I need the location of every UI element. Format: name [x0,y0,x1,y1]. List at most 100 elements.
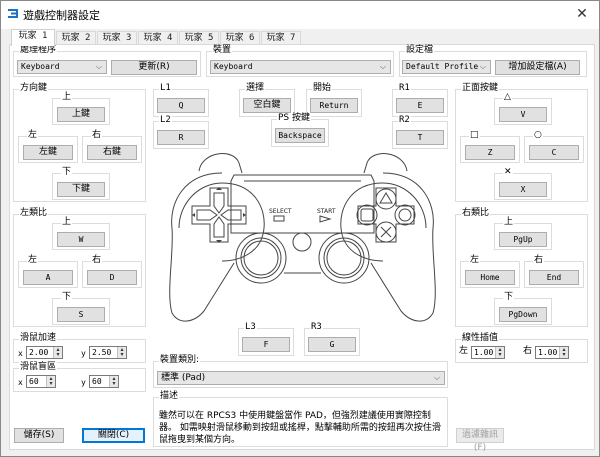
r1-label: R1 [398,83,411,94]
circle-icon [398,208,412,222]
select-button[interactable]: 空白鍵 [243,98,291,113]
dpad-right-button[interactable]: 右鍵 [87,145,137,160]
right-stick-group: 右類比 上 PgUp 左 Home 右 End 下 PgDown [455,208,588,327]
left-stick-label: 左類比 [19,208,49,219]
right-shoulder-shape [363,153,408,174]
l2-label: L2 [159,115,172,126]
dpad-down-group: 下 下鍵 [52,167,110,200]
right-stick-down-button[interactable]: PgDown [499,307,547,322]
dpad-left-button[interactable]: 左鍵 [23,145,73,160]
right-stick-up-label: 上 [503,217,515,228]
tab-player-1[interactable]: 玩家 1 [11,29,55,46]
spin-arrows-icon[interactable]: ▴▾ [117,347,126,358]
tab-player-5[interactable]: 玩家 5 [179,31,219,45]
r2-group: R2 T [392,115,448,149]
save-button[interactable]: 儲存(S) [14,428,64,443]
spin-arrows-icon[interactable]: ▴▾ [495,347,504,358]
mouse-deadzone-y-value: 60 [92,377,102,386]
add-profile-button[interactable]: 增加設定檔(A) [495,60,580,75]
description-label: 描述 [159,391,180,402]
face-buttons-label: 正面按鍵 [461,83,500,94]
device-select[interactable]: Keyboard ⌵ [210,60,391,74]
right-stick-down-group: 下 PgDown [494,292,552,325]
l2-button[interactable]: R [157,130,205,145]
spin-arrows-icon[interactable]: ▴▾ [53,347,62,358]
r1-group: R1 E [392,83,448,117]
l3-group: L3 F [238,322,294,356]
description-text: 雖然可以在 RPCS3 中使用鍵盤當作 PAD，但強烈建議使用實際控制器。 如需… [159,411,441,445]
cross-icon [380,226,392,238]
lerp-right-value: 1.00 [538,348,558,357]
l1-button[interactable]: Q [157,98,205,113]
dpad-up-button[interactable]: 上鍵 [57,107,105,122]
cross-button[interactable]: X [499,182,547,197]
left-stick-right-label: 右 [91,255,103,266]
mouse-accel-x-spinbox[interactable]: 2.00 ▴▾ [26,346,63,359]
r1-button[interactable]: E [396,98,444,113]
square-button[interactable]: Z [465,145,515,160]
left-stick-right-button[interactable]: D [87,270,137,285]
l3-label: L3 [244,322,257,333]
profile-select[interactable]: Default Profile ⌵ [402,60,491,74]
close-button[interactable]: 關閉(C) [82,428,145,443]
mouse-deadzone-label: 滑鼠盲區 [19,362,58,373]
face-buttons-icon [356,187,416,243]
tab-player-2[interactable]: 玩家 2 [56,31,96,45]
tab-player-6[interactable]: 玩家 6 [220,31,260,45]
mouse-accel-x-label: x [18,349,23,358]
select-text: SELECT [269,208,292,215]
left-stick-up-label: 上 [61,217,73,228]
controller-body [230,174,375,234]
tab-player-4[interactable]: 玩家 4 [138,31,178,45]
mouse-accel-y-spinbox[interactable]: 2.50 ▴▾ [89,346,127,359]
filter-noise-button[interactable]: 過濾雜訊(F) [456,428,504,453]
l3-button[interactable]: F [242,337,290,352]
right-stick-right-button[interactable]: End [529,270,579,285]
triangle-button[interactable]: V [499,107,547,122]
start-button-icon [319,215,332,223]
select-group: 選擇 空白鍵 [239,83,295,117]
mouse-accel-label: 滑鼠加速 [19,333,58,344]
lerp-right-label: 右 [523,346,533,356]
dpad-label: 方向鍵 [19,83,49,94]
right-stick-right-group: 右 End [524,255,584,288]
ps-group: PS 按鍵 Backspace [271,113,329,147]
handler-value: Keyboard [21,62,60,71]
lerp-right-spinbox[interactable]: 1.00 ▴▾ [535,346,569,359]
r2-button[interactable]: T [396,130,444,145]
left-stick-down-button[interactable]: S [57,307,105,322]
dpad-group: 方向鍵 上 上鍵 左 左鍵 右 右鍵 下 下鍵 [13,83,146,202]
left-stick-left-label: 左 [27,255,39,266]
r2-label: R2 [398,115,411,126]
left-stick-left-button[interactable]: A [23,270,73,285]
dpad-down-button[interactable]: 下鍵 [57,182,105,197]
tab-player-3[interactable]: 玩家 3 [97,31,137,45]
start-button[interactable]: Return [310,98,358,113]
right-stick-left-button[interactable]: Home [465,270,515,285]
dpad-left-group: 左 左鍵 [18,130,78,163]
refresh-button[interactable]: 更新(R) [111,60,197,75]
chevron-down-icon: ⌵ [95,62,102,71]
spin-arrows-icon[interactable]: ▴▾ [46,376,55,387]
device-class-group: 裝置類別: 標準 (Pad) ⌵ [153,355,448,388]
mouse-deadzone-x-label: x [18,378,23,387]
close-icon[interactable]: ✕ [576,6,588,22]
mouse-deadzone-x-spinbox[interactable]: 60 ▴▾ [26,375,56,388]
device-class-label: 裝置類別: [159,355,201,366]
left-stick-up-button[interactable]: W [57,232,105,247]
handler-select[interactable]: Keyboard ⌵ [17,60,107,74]
tab-player-7[interactable]: 玩家 7 [261,31,301,45]
r3-button[interactable]: G [308,337,356,352]
device-class-select[interactable]: 標準 (Pad) ⌵ [157,371,445,385]
select-label: 選擇 [245,83,266,94]
right-stick-up-button[interactable]: PgUp [499,232,547,247]
cross-icon: ✕ [503,167,513,178]
spin-arrows-icon[interactable]: ▴▾ [109,376,118,387]
lerp-left-spinbox[interactable]: 1.00 ▴▾ [471,346,505,359]
ps-button[interactable]: Backspace [275,128,325,143]
r3-group: R3 G [304,322,360,356]
circle-button[interactable]: C [529,145,579,160]
chevron-down-icon: ⌵ [479,62,486,71]
spin-arrows-icon[interactable]: ▴▾ [559,347,568,358]
mouse-deadzone-y-spinbox[interactable]: 60 ▴▾ [89,375,119,388]
